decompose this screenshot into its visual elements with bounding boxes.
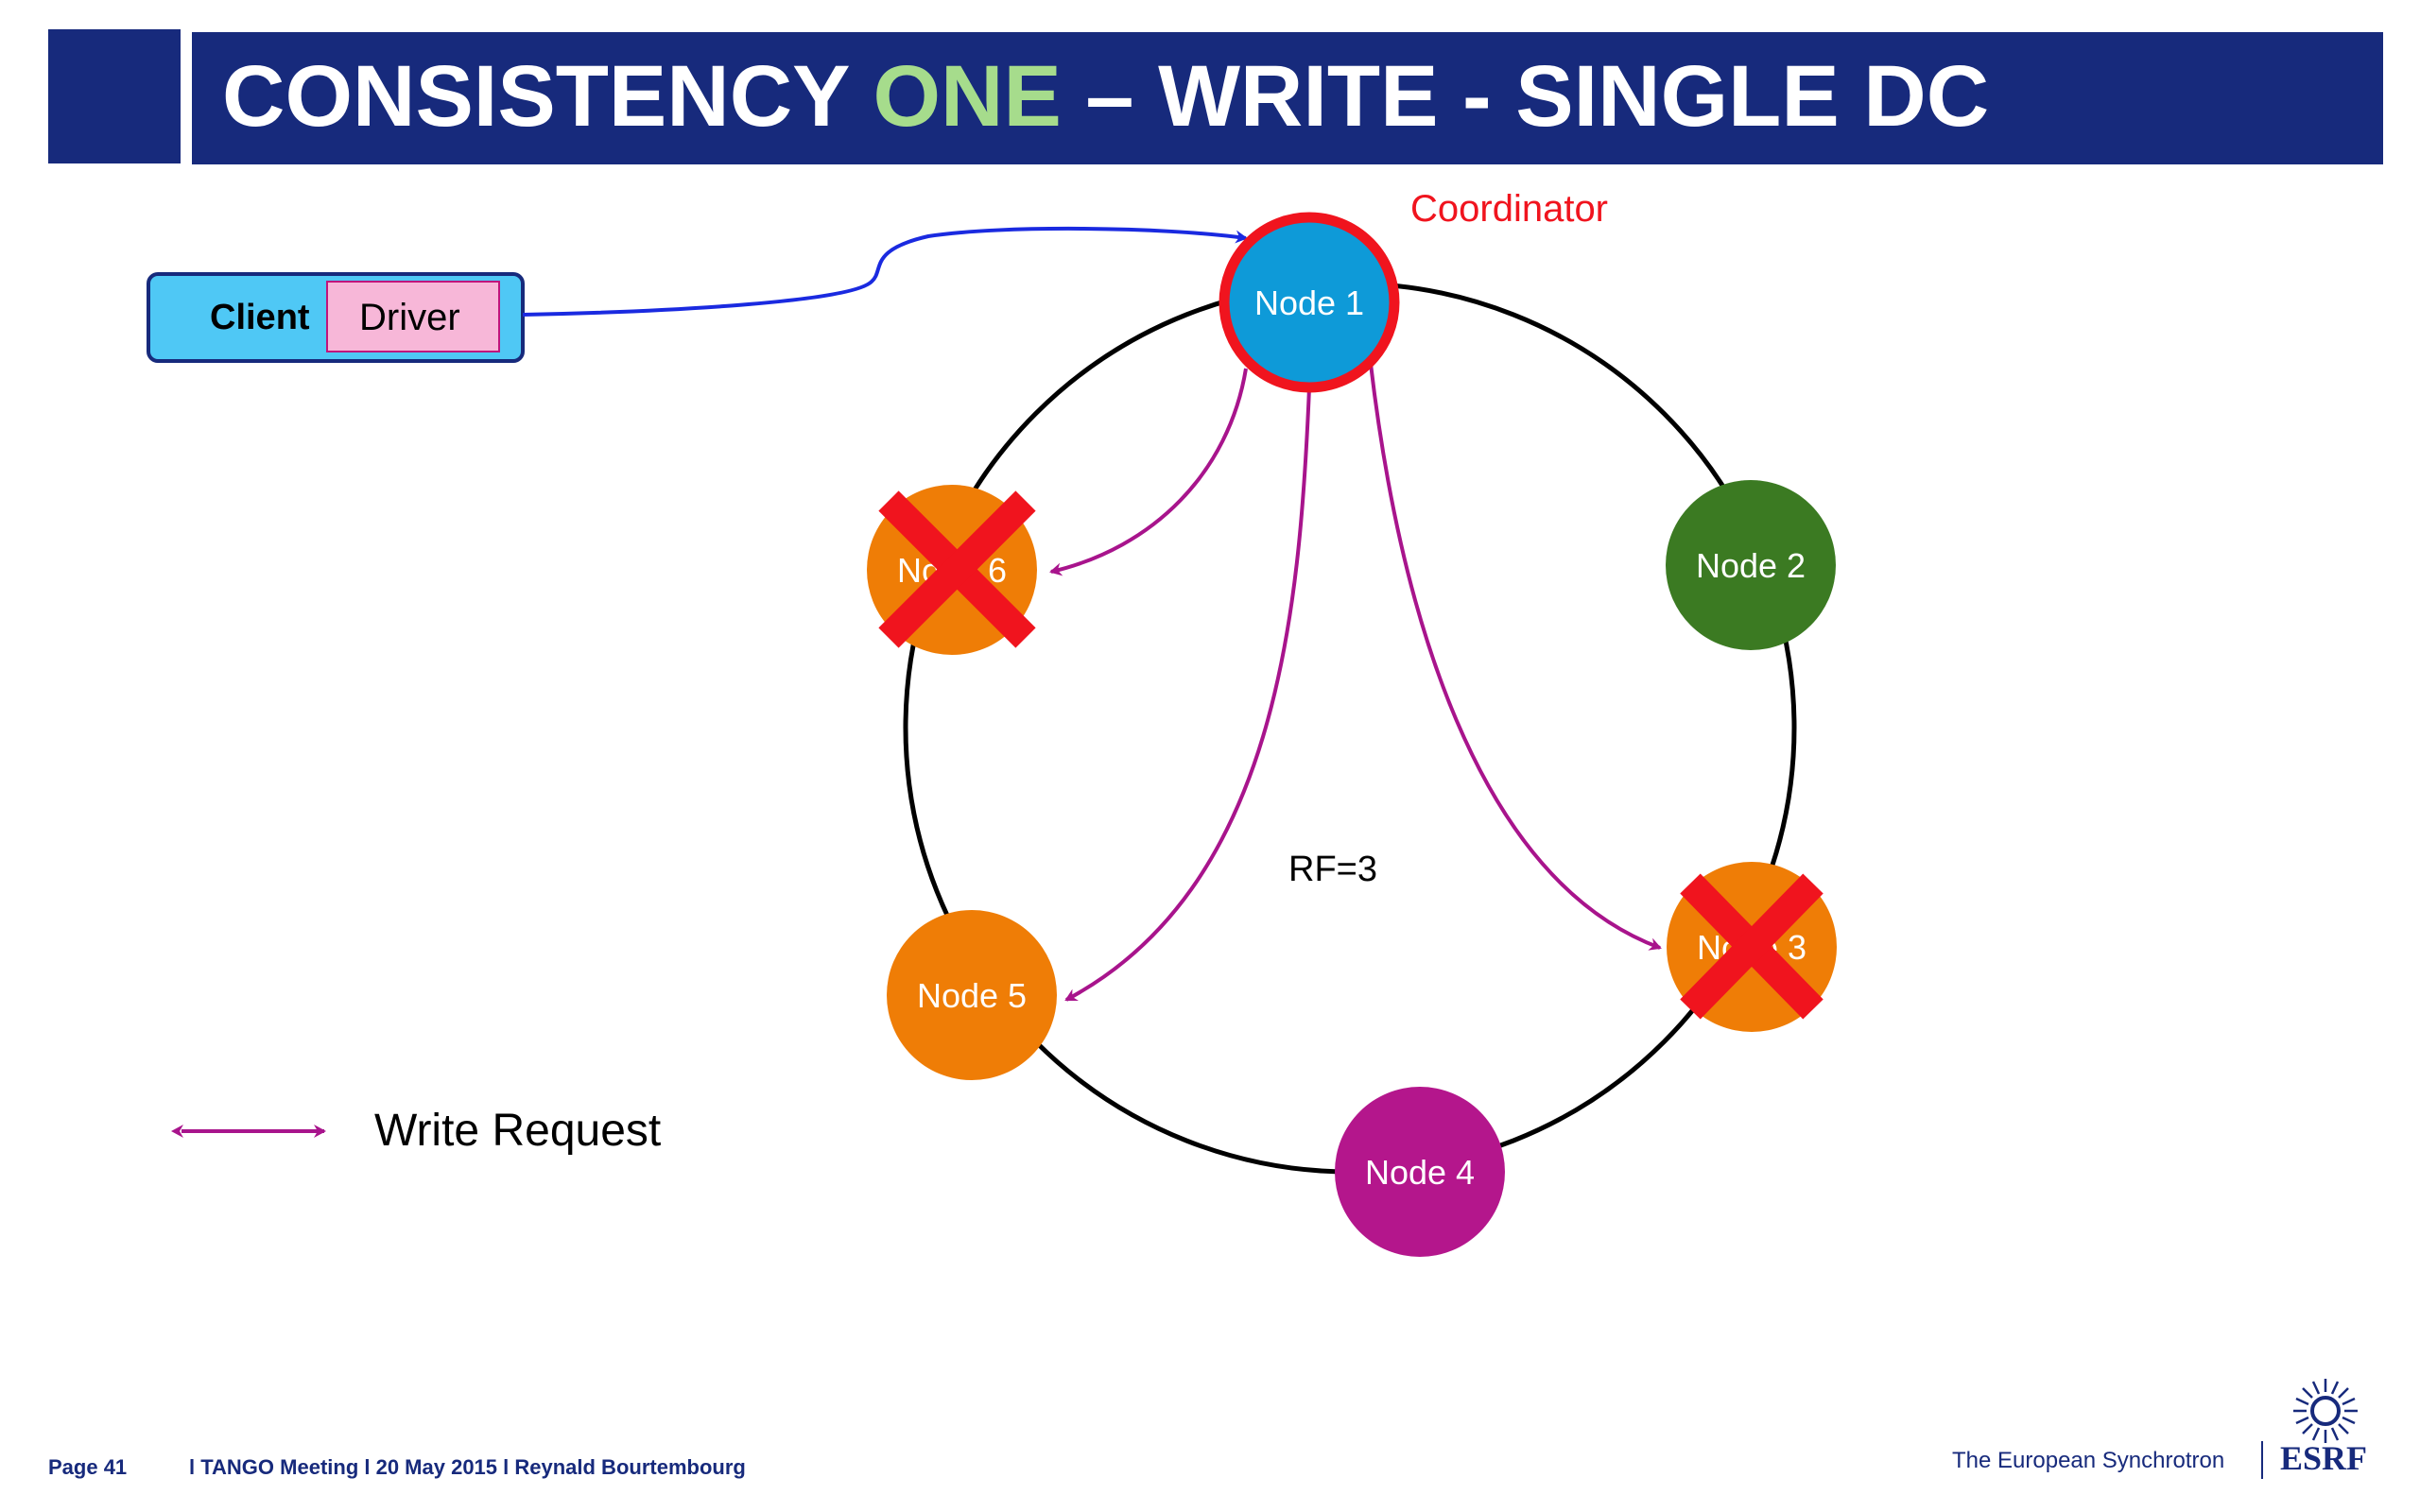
write-arrow-node5 [1064, 387, 1311, 1002]
title-suffix: – WRITE - SINGLE DC [1061, 48, 1990, 145]
node-6: Node 6 [867, 485, 1037, 655]
node-5-circle [887, 910, 1057, 1080]
esrf-logo: ESRF [2280, 1439, 2368, 1477]
client-driver-box: Client Driver [147, 272, 525, 363]
title-prefix: CONSISTENCY [222, 48, 873, 145]
node-5-label: Node 5 [917, 976, 1027, 1015]
node-1-label: Node 1 [1254, 284, 1364, 322]
header-bar [192, 32, 2383, 164]
node-3: Node 3 [1667, 862, 1837, 1032]
footer-separator [2261, 1441, 2263, 1479]
node-5: Node 5 [887, 910, 1057, 1080]
node-2-circle [1666, 480, 1836, 650]
write-arrow-node6 [1049, 368, 1248, 576]
client-to-coordinator-arrow [522, 226, 1248, 317]
page-number: Page 41 [48, 1455, 128, 1479]
node-2: Node 2 [1666, 480, 1836, 650]
client-label: Client [210, 298, 310, 337]
footer-meta: l TANGO Meeting l 20 May 2015 l Reynald … [189, 1455, 746, 1479]
slide-title: CONSISTENCY ONE – WRITE - SINGLE DC [222, 40, 1989, 153]
driver-label: Driver [359, 297, 460, 338]
coordinator-label: Coordinator [1410, 188, 1608, 230]
node-4-circle [1335, 1087, 1505, 1257]
node-3-down-x-icon [1680, 873, 1824, 1020]
footer-organization: The European Synchrotron [1952, 1448, 2225, 1473]
title-accent: ONE [873, 48, 1062, 145]
node-4: Node 4 [1335, 1087, 1505, 1257]
node-2-label: Node 2 [1696, 546, 1806, 585]
node-4-label: Node 4 [1365, 1153, 1475, 1192]
esrf-sunburst-icon [2293, 1379, 2358, 1443]
header-accent-block [48, 29, 181, 163]
node-6-down-x-icon [878, 490, 1036, 648]
driver-box [326, 281, 500, 352]
write-arrow-node3 [1369, 363, 1662, 951]
write-request-legend-label: Write Request [374, 1106, 661, 1156]
node-1-circle [1219, 212, 1400, 393]
node-1: Node 1 [1219, 212, 1400, 393]
replication-factor-label: RF=3 [1288, 850, 1377, 889]
